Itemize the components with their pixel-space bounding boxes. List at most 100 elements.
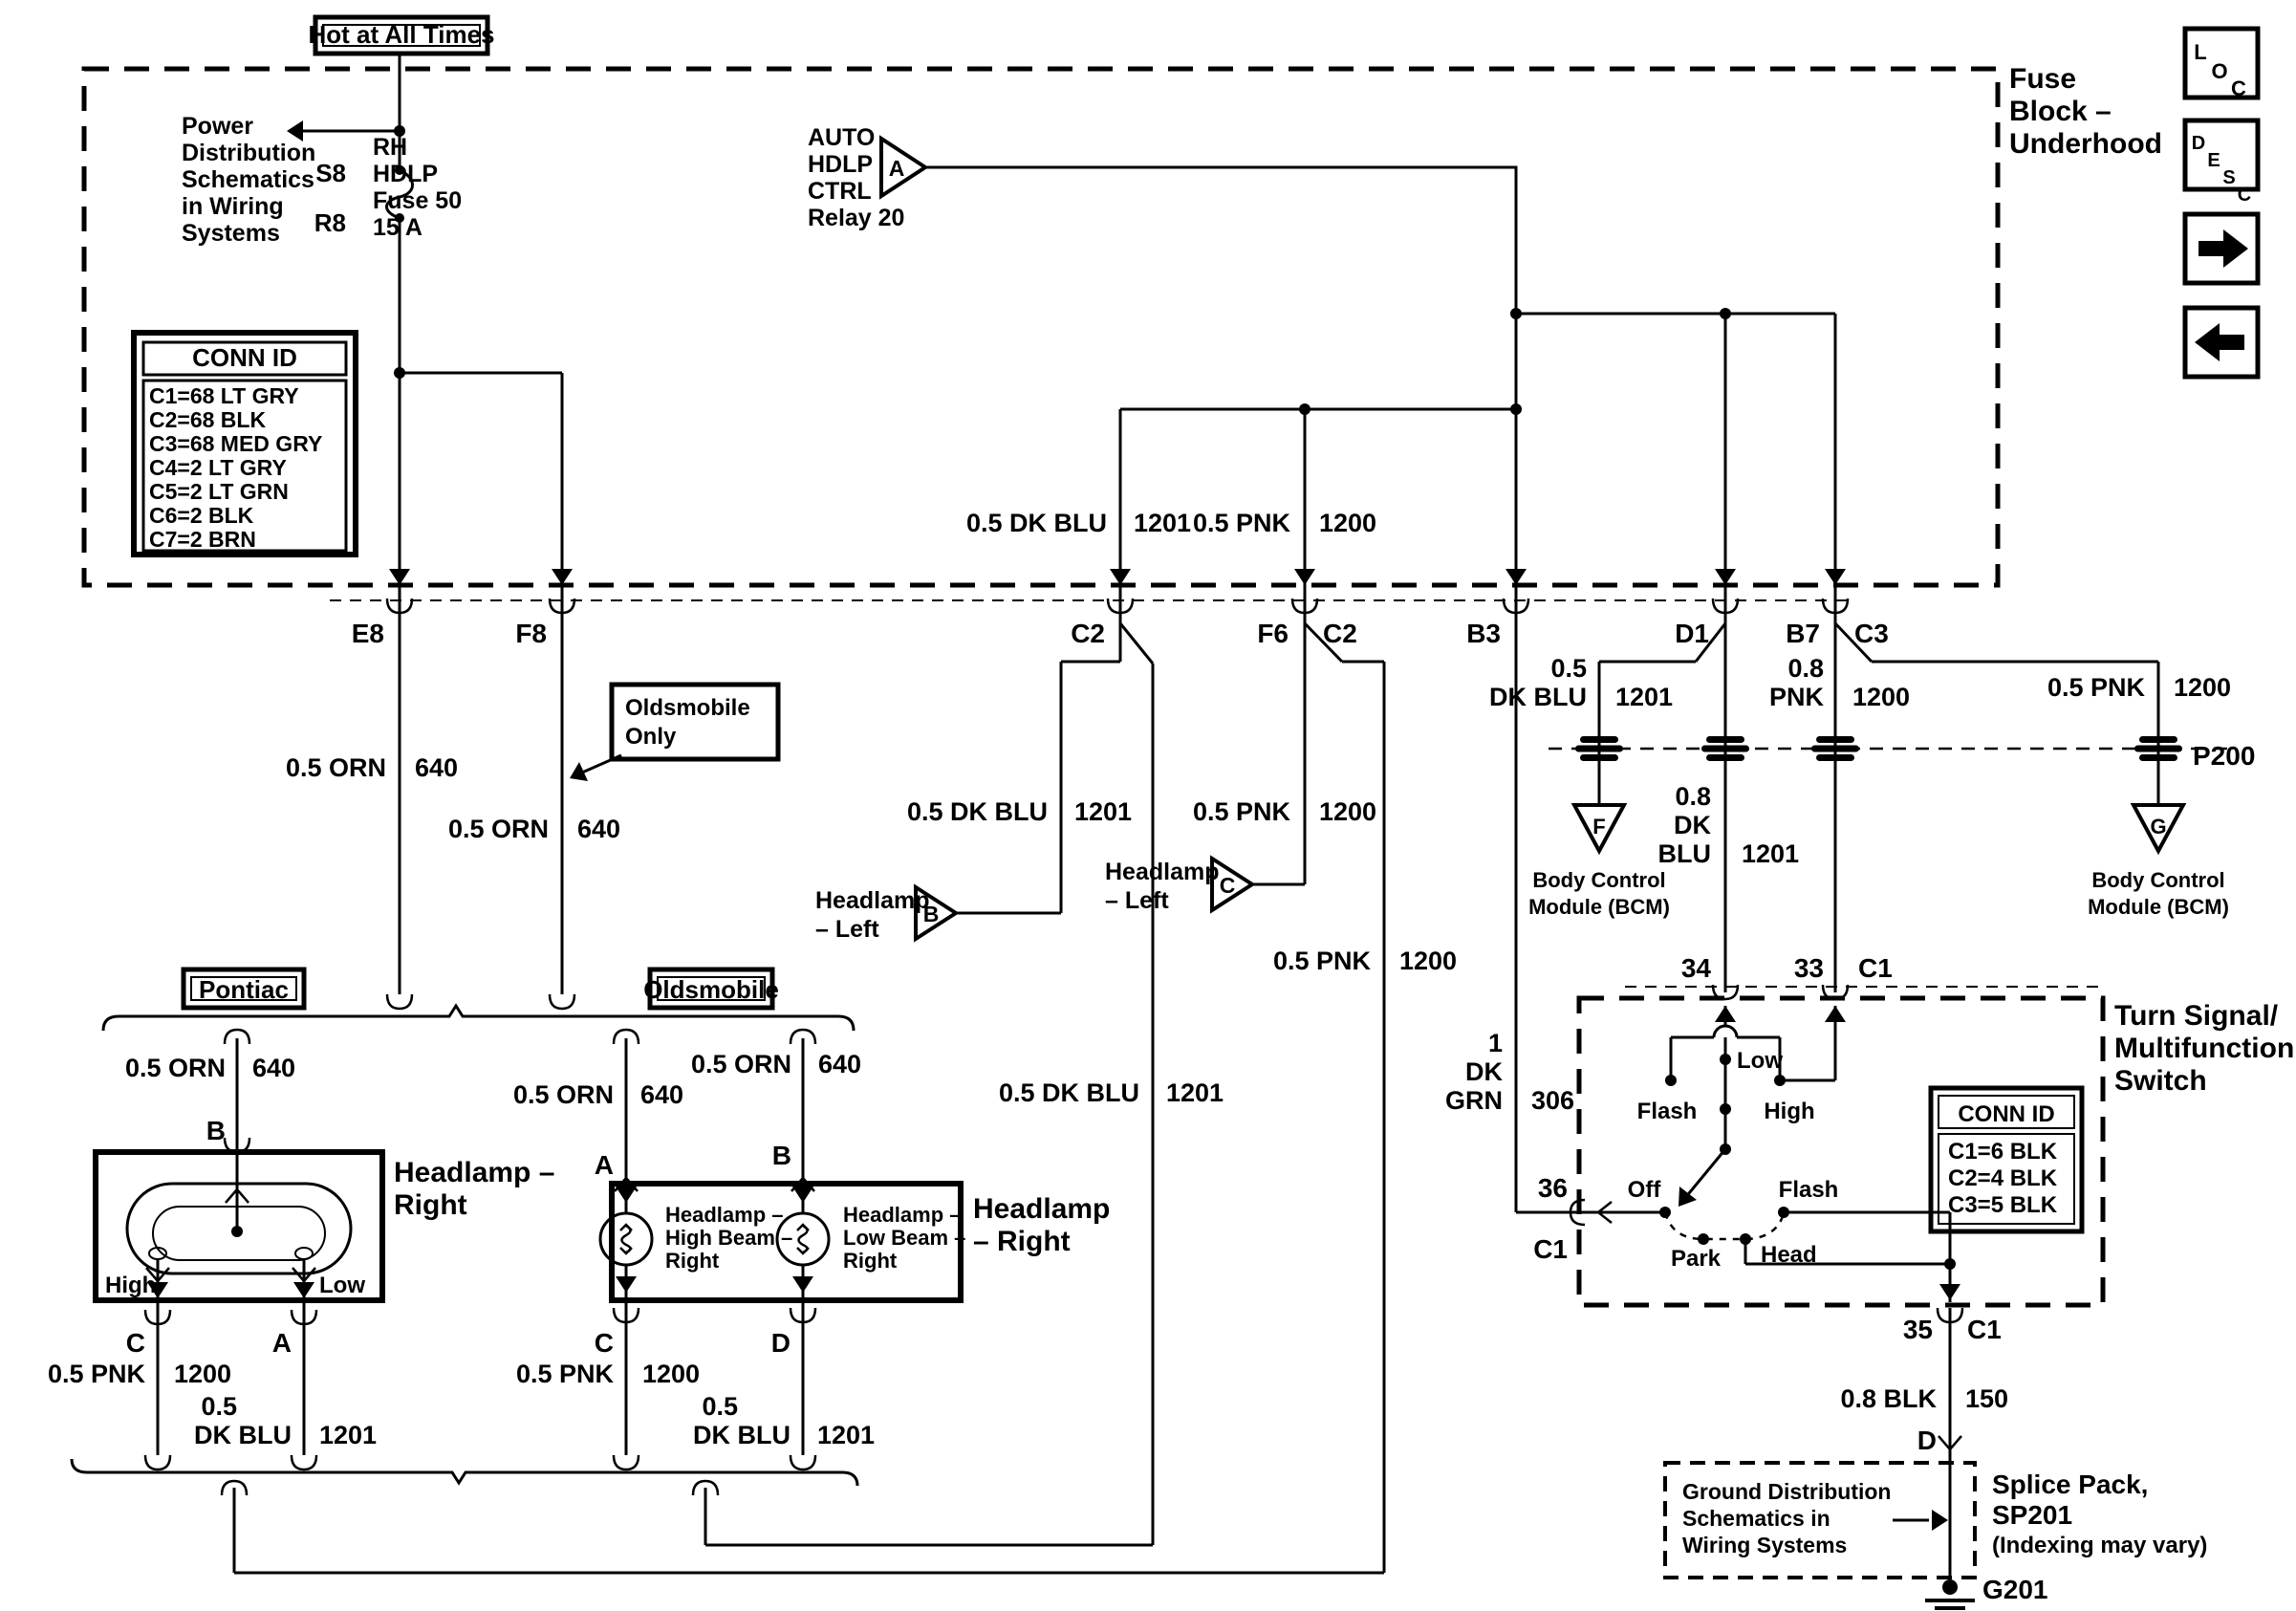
c2a-left-color: 0.5 DK BLU bbox=[907, 797, 1048, 826]
connector-hook-icon bbox=[1821, 598, 1850, 615]
conn-id-1-body-box bbox=[141, 379, 348, 553]
conn-id-2-header: CONN ID bbox=[1958, 1101, 2054, 1127]
conn-id-1-row1: C1=68 LT GRY bbox=[149, 383, 299, 408]
switch-position-arc bbox=[1663, 1211, 1786, 1241]
f6-right-color: 0.5 PNK bbox=[1273, 947, 1372, 975]
arrowhead-left-icon bbox=[287, 120, 303, 142]
switch-cavity-34: 34 bbox=[1681, 953, 1712, 983]
pontiac-a-circuit: 1201 bbox=[319, 1421, 377, 1449]
inline-splice-connector-icon bbox=[2134, 745, 2182, 752]
junction-dot bbox=[1720, 1103, 1731, 1115]
olds-d-terminal: D bbox=[771, 1328, 791, 1358]
inline-splice-connector-icon bbox=[1811, 745, 1859, 752]
f6c2-pnk-wires bbox=[232, 585, 1386, 1575]
g201-ground-bars bbox=[1925, 1599, 1975, 1610]
headlamp-left-c-line1: Headlamp bbox=[1105, 859, 1219, 885]
pontiac-c-terminal: C bbox=[126, 1328, 145, 1358]
fb-wire-pnk-label: 0.5 PNK bbox=[1193, 509, 1291, 537]
ground-wire-color: 0.8 BLK bbox=[1840, 1384, 1937, 1413]
pontiac-b-circuit: 640 bbox=[252, 1054, 295, 1082]
relay-distribution-wire bbox=[925, 165, 1837, 585]
loc-button[interactable] bbox=[2182, 26, 2261, 100]
c2a-left-circuit: 1201 bbox=[1074, 797, 1132, 826]
bulb-terminal-arrows bbox=[796, 1223, 810, 1255]
olds-c-terminal: C bbox=[595, 1328, 614, 1358]
sealed-beam-terminal-high bbox=[148, 1247, 167, 1260]
f8-wire-circuit: 640 bbox=[577, 815, 620, 843]
desc-button-letter-c: C bbox=[2238, 185, 2251, 206]
junction-dot bbox=[1720, 1054, 1731, 1065]
fuse-block-boundary bbox=[81, 66, 2001, 588]
arrowhead-down-icon bbox=[1825, 569, 1846, 585]
connector-c2b: C2 bbox=[1323, 619, 1357, 648]
olds-c-circuit: 1200 bbox=[642, 1360, 700, 1388]
d1-dkblu-wires bbox=[1597, 585, 1727, 992]
olds-lowbeam-line1: Headlamp – bbox=[843, 1203, 962, 1227]
b3-wire-line1: 1 bbox=[1488, 1029, 1503, 1057]
connector-hook-icon bbox=[1502, 598, 1530, 615]
pontiac-a-terminal: A bbox=[272, 1328, 292, 1358]
connector-hook-icon bbox=[1106, 598, 1135, 615]
connector-hook-icon bbox=[223, 1028, 251, 1045]
c2a-right-circuit: 1201 bbox=[1166, 1078, 1224, 1107]
inline-splice-connector-icon bbox=[2139, 754, 2177, 761]
oldsmobile-tag-box-inner bbox=[657, 976, 766, 1001]
connector-c2a: C2 bbox=[1071, 619, 1105, 648]
switch-bracket-hop bbox=[1712, 1024, 1739, 1038]
conn-id-2-header-box bbox=[1938, 1095, 2075, 1129]
pontiac-b-terminal: B bbox=[206, 1116, 226, 1145]
harness-brace-bottom bbox=[70, 1458, 859, 1487]
desc-button[interactable] bbox=[2182, 118, 2261, 192]
junction-dot bbox=[1740, 1233, 1751, 1245]
cavity-b3: B3 bbox=[1466, 619, 1501, 648]
cavity-b7: B7 bbox=[1786, 619, 1820, 648]
g-branch-color: 0.5 PNK bbox=[2047, 673, 2146, 702]
arrowhead-down-icon bbox=[389, 569, 410, 585]
bulb-icon bbox=[775, 1211, 831, 1267]
inline-splice-connector-icon bbox=[1706, 754, 1744, 761]
switch-contact-flash-left: Flash bbox=[1637, 1099, 1698, 1124]
e8-wire-color: 0.5 ORN bbox=[286, 753, 386, 782]
headlamp-right-olds-line1: Headlamp bbox=[973, 1193, 1110, 1225]
chevron-up-icon bbox=[791, 1176, 815, 1192]
fuse-name-line4: 15 A bbox=[373, 214, 422, 241]
arrowhead-down-icon bbox=[616, 1276, 637, 1293]
switch-title-line3: Switch bbox=[2114, 1065, 2207, 1097]
hot-at-all-times-box-inner bbox=[322, 24, 481, 47]
f8-wire-color: 0.5 ORN bbox=[448, 815, 549, 843]
switch-title-line1: Turn Signal/ bbox=[2114, 1000, 2279, 1032]
cavity-f8: F8 bbox=[515, 619, 547, 648]
arrowhead-up-icon bbox=[1715, 1006, 1736, 1022]
loc-button-letter-l: L bbox=[2194, 40, 2206, 64]
arrowhead-down-icon bbox=[293, 1282, 314, 1298]
relay-label-line2: HDLP bbox=[808, 151, 873, 178]
prev-page-button[interactable] bbox=[2182, 305, 2261, 380]
ground-wire-terminal-d: D bbox=[1917, 1426, 1937, 1455]
ground-dist-note-line1: Ground Distribution bbox=[1682, 1479, 1891, 1504]
b3-dkgrn-wire bbox=[1514, 585, 1579, 1214]
arrowhead-down-icon bbox=[552, 569, 573, 585]
sealed-beam-outer bbox=[125, 1182, 353, 1275]
junction-dot bbox=[1665, 1075, 1677, 1086]
pontiac-tag: Pontiac bbox=[199, 975, 289, 1004]
connector-hook-icon bbox=[220, 1479, 249, 1496]
connector-hook-icon bbox=[290, 1309, 318, 1326]
olds-b-circuit: 640 bbox=[818, 1050, 861, 1078]
bcm-f-line2: Module (BCM) bbox=[1528, 895, 1670, 919]
relay-label-line3: CTRL bbox=[808, 178, 872, 205]
switch-conn-c1-top: C1 bbox=[1858, 953, 1893, 983]
fb-wire-dkblu-label: 0.5 DK BLU bbox=[966, 509, 1107, 537]
chevron-up-icon bbox=[614, 1176, 639, 1192]
switch-contact-head: Head bbox=[1761, 1242, 1817, 1268]
bulb-filament-icon bbox=[620, 1224, 632, 1254]
b7-wire-color-line1: 0.8 bbox=[1787, 654, 1824, 683]
olds-d-circuit: 1201 bbox=[817, 1421, 875, 1449]
diagram-labels: Hot at All TimesPowerDistributionSchemat… bbox=[48, 20, 2294, 1604]
splice-r8-label: R8 bbox=[314, 208, 346, 237]
triangle-f-letter: F bbox=[1592, 815, 1605, 838]
inline-splice-connector-icon bbox=[1816, 736, 1854, 743]
next-page-button[interactable] bbox=[2182, 211, 2261, 286]
inline-splice-connector-icon bbox=[1701, 745, 1749, 752]
connector-hook-icon bbox=[1821, 984, 1850, 1001]
